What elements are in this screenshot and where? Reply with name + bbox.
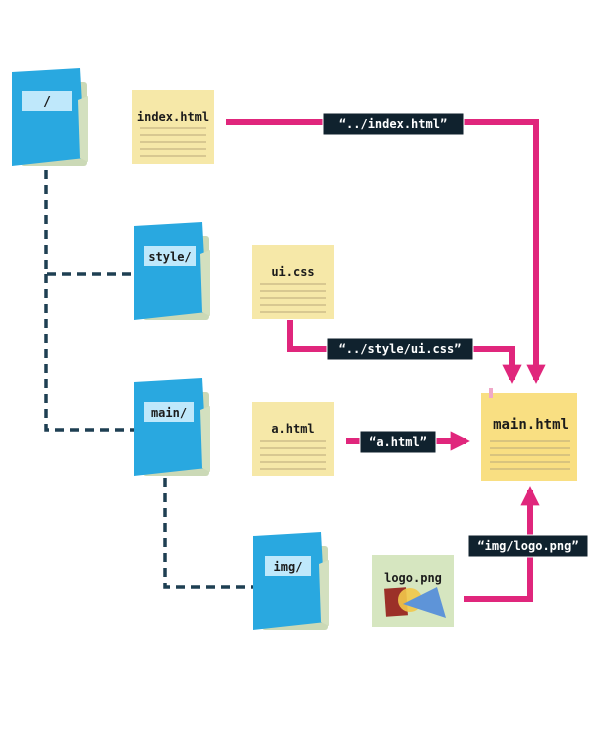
- file-text-lines: [260, 440, 326, 470]
- path-label-css-text: “../style/ui.css”: [339, 342, 462, 356]
- folder-page-edge: [319, 560, 329, 626]
- file-index-html-label: index.html: [137, 110, 209, 124]
- file-main-html[interactable]: main.html: [481, 388, 577, 481]
- logo-blue-triangle: [403, 587, 446, 618]
- folder-icon: [134, 378, 207, 476]
- logo-image-thumbnail: [384, 587, 446, 618]
- path-label-index-text: “../index.html”: [339, 117, 447, 131]
- file-text-lines: [260, 283, 326, 313]
- folder-label-bg: [22, 91, 72, 111]
- folder-img-label: img/: [274, 560, 303, 574]
- file-a-html[interactable]: a.html: [252, 402, 334, 476]
- folder-style-label: style/: [148, 250, 191, 264]
- folder-icon: [253, 532, 326, 630]
- file-a-html-page: [252, 402, 334, 476]
- path-label-a-text: “a.html”: [369, 435, 427, 449]
- path-label-bg: [467, 534, 589, 558]
- file-text-lines: [140, 127, 206, 157]
- tree-line-main-to-img: [163, 478, 254, 589]
- folder-style[interactable]: style/: [134, 222, 210, 320]
- file-ui-css-page: [252, 245, 334, 319]
- file-main-html-label: main.html: [493, 417, 569, 433]
- path-label-bg: [322, 112, 465, 136]
- folder-tree-lines: [44, 170, 254, 589]
- file-main-html-page: [481, 393, 577, 481]
- folder-label-bg: [144, 246, 196, 266]
- path-label-css: “../style/ui.css”: [326, 337, 474, 361]
- path-label-a: “a.html”: [359, 430, 437, 454]
- path-label-logo-text: “img/logo.png”: [477, 539, 578, 553]
- file-logo-png[interactable]: logo.png: [372, 555, 454, 627]
- path-label-bg: [326, 337, 474, 361]
- file-logo-png-label: logo.png: [384, 571, 442, 585]
- file-ui-css-label: ui.css: [271, 265, 314, 279]
- file-ui-css[interactable]: ui.css: [252, 245, 334, 319]
- file-main-html-cursor-mark: [489, 388, 493, 398]
- folder-root-label: /: [43, 95, 51, 110]
- folder-img[interactable]: img/: [253, 532, 329, 630]
- tree-line-root-to-style: [44, 170, 134, 276]
- folder-page-edge: [200, 406, 210, 472]
- tree-line-root-to-main: [44, 274, 134, 432]
- path-label-logo: “img/logo.png”: [467, 534, 589, 558]
- path-label-index: “../index.html”: [322, 112, 465, 136]
- file-index-html-page: [132, 90, 214, 164]
- folder-page-edge: [200, 250, 210, 316]
- folder-main-label: main/: [151, 406, 187, 420]
- folder-label-bg: [144, 402, 194, 422]
- folder-icon: [12, 68, 85, 166]
- path-label-bg: [359, 430, 437, 454]
- folder-icon: [134, 222, 207, 320]
- folder-root[interactable]: /: [12, 68, 88, 166]
- folder-main[interactable]: main/: [134, 378, 210, 476]
- file-a-html-label: a.html: [271, 422, 314, 436]
- arrow-logo-to-main: [464, 486, 540, 602]
- file-index-html[interactable]: index.html: [132, 90, 214, 164]
- folder-page-edge: [78, 96, 88, 162]
- folder-label-bg: [265, 556, 311, 576]
- file-text-lines: [490, 440, 570, 470]
